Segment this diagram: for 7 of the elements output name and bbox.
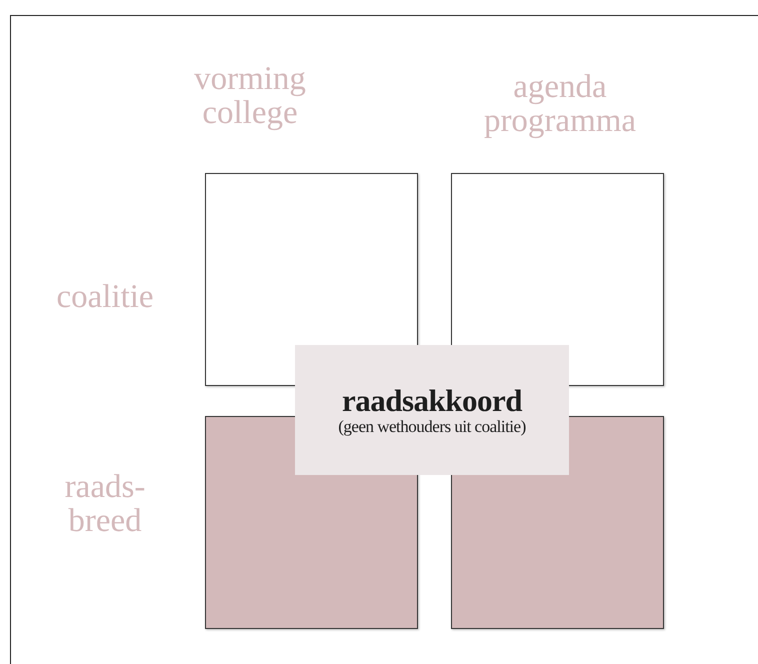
row-header: coalitie (55, 280, 155, 314)
column-header: vorming college (193, 62, 307, 130)
column-header: agenda programma (482, 70, 638, 138)
agreement-heading: raadsakkoord (342, 384, 522, 418)
agreement-tooltip (295, 345, 569, 475)
row-header: raads- breed (64, 470, 146, 538)
agreement-subheading: (geen wethouders uit coalitie) (338, 418, 526, 436)
